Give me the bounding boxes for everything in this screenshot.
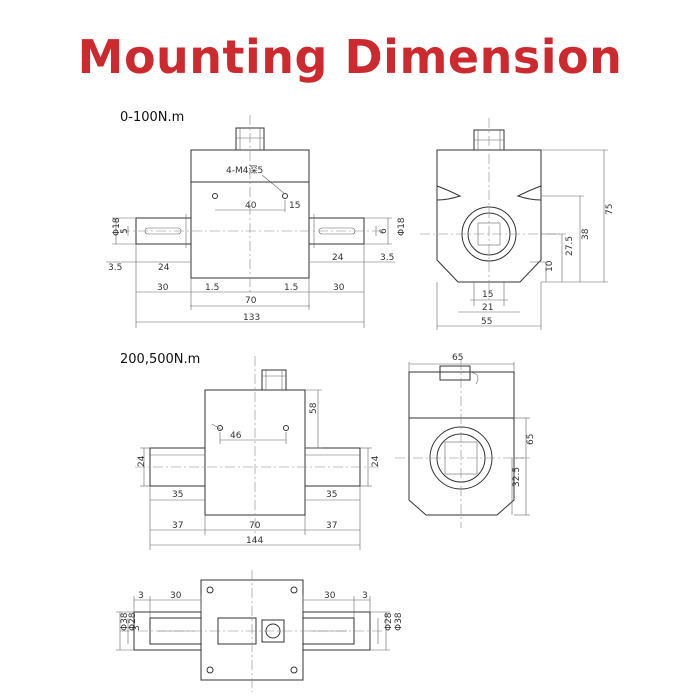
dim-shaft-left: Φ18 xyxy=(112,217,122,236)
dim2-24-right: 24 xyxy=(371,455,381,467)
drawing-3-bottom-view: 3 30 30 3 Φ38 Φ28 3 Φ28 Φ38 xyxy=(116,570,404,692)
mount-hole xyxy=(282,193,288,199)
dim-shaft-right: Φ18 xyxy=(397,217,407,236)
dim3-30-left: 30 xyxy=(170,591,182,601)
dim2-144: 144 xyxy=(246,536,263,546)
dim-shaft-right-key: 6 xyxy=(379,228,389,234)
drawing-1-side-view: 75 38 27.5 10 15 21 55 xyxy=(420,118,615,330)
dim2-side-32.5: 32.5 xyxy=(512,467,522,487)
section-label-0-100: 0-100N.m xyxy=(120,110,185,125)
dim-24-left: 24 xyxy=(158,263,170,273)
dim3-3-right: 3 xyxy=(362,591,368,601)
dim-side-75: 75 xyxy=(605,204,615,215)
dim-side-10: 10 xyxy=(545,260,555,272)
dim-shaft-left-key: 5 xyxy=(120,228,130,234)
dim2-35-right: 35 xyxy=(326,490,337,500)
dim-133: 133 xyxy=(243,313,260,323)
dim-30-left: 30 xyxy=(157,283,169,293)
dim-40: 40 xyxy=(245,201,257,211)
side-body-2 xyxy=(408,371,515,516)
dim-1.5-left: 1.5 xyxy=(205,283,219,293)
dim3-3-shaft: 3 xyxy=(132,625,142,631)
dim3-3-left: 3 xyxy=(138,591,144,601)
side-slot-right xyxy=(516,185,542,201)
dim2-46: 46 xyxy=(230,431,242,441)
dim2-side-65: 65 xyxy=(526,434,536,445)
dim-3.5-left: 3.5 xyxy=(108,263,122,273)
dim-side-38: 38 xyxy=(581,228,591,240)
dim-side-21: 21 xyxy=(482,303,493,313)
dim-24-right: 24 xyxy=(332,253,344,263)
section-label-200-500: 200,500N.m xyxy=(120,352,201,367)
connector-2 xyxy=(261,369,287,391)
dim-70: 70 xyxy=(245,296,257,306)
dim-side-27.5: 27.5 xyxy=(565,236,575,256)
drawing-2-side-view: 65 65 32.5 xyxy=(395,353,536,528)
drawing-1-front-view: 4-M4深5 40 15 Φ18 5 Φ18 6 3.5 24 24 3.5 3… xyxy=(106,115,407,328)
dim-side-55: 55 xyxy=(481,317,492,327)
dim-1.5-right: 1.5 xyxy=(284,283,298,293)
dim-side-15: 15 xyxy=(482,290,493,300)
dim3-phi38-right: Φ38 xyxy=(394,612,404,631)
dim2-70: 70 xyxy=(249,521,261,531)
dim-3.5-right: 3.5 xyxy=(380,253,394,263)
dim2-58: 58 xyxy=(309,402,319,414)
drawing-2-front-view: 58 46 24 24 35 35 37 70 37 144 xyxy=(135,356,381,550)
dim-30-right: 30 xyxy=(333,283,345,293)
mount-hole xyxy=(212,193,218,199)
dim3-30-right: 30 xyxy=(324,591,336,601)
dim2-37-left: 37 xyxy=(172,521,183,531)
dim3-phi38-left: Φ38 xyxy=(120,612,130,631)
left-shaft xyxy=(135,217,192,245)
side-slot-left xyxy=(436,185,462,201)
dim-15: 15 xyxy=(289,201,300,211)
dim3-phi28-right: Φ28 xyxy=(384,612,394,631)
dim2-37-right: 37 xyxy=(326,521,337,531)
dim2-24-left: 24 xyxy=(137,455,147,467)
page-title: Mounting Dimension xyxy=(77,30,623,84)
dim2-35-left: 35 xyxy=(172,490,183,500)
dim3-phi28-left: Φ28 xyxy=(128,612,138,631)
dim-hole-note: 4-M4深5 xyxy=(226,165,263,176)
dim2-side-65-top: 65 xyxy=(452,353,463,363)
